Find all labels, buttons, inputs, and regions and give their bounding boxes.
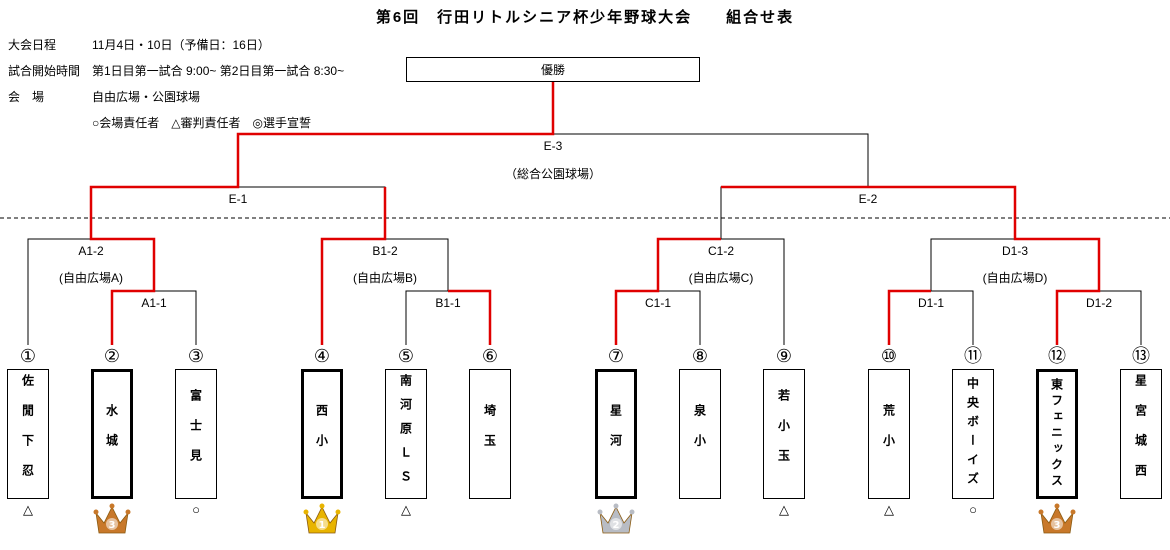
info-key: 試合開始時間 [8, 64, 81, 78]
info-value: 11月4日・10日（予備日：16日） [92, 38, 270, 52]
team-name: 泉小 [692, 404, 707, 464]
match-a11: A1-1 [141, 296, 167, 310]
team-name: 西小 [314, 404, 329, 464]
line-e2-up [553, 133, 869, 187]
crown-icon: 3 [92, 499, 132, 539]
venue-b12: (自由広場B) [353, 271, 417, 285]
team-name: 星宮城西 [1133, 374, 1148, 494]
team-number: ⑪ [964, 346, 982, 366]
winning-path-hoshikawa [614, 237, 721, 345]
match-d12: D1-2 [1085, 296, 1113, 310]
bracket-lines-winning-path [89, 82, 1101, 345]
team-number: ④ [313, 346, 331, 366]
team-name: 水城 [104, 404, 119, 464]
team-number: ⑬ [1132, 346, 1150, 366]
venue-c12: (自由広場C) [688, 271, 754, 285]
team-number: ⑤ [397, 346, 415, 366]
winning-path-higashi [721, 185, 1101, 345]
team-name: 荒小 [881, 404, 896, 464]
team-box: 中央ボーイズ [952, 369, 994, 499]
venue-d13: (自由広場D) [982, 271, 1048, 285]
team-box: 水城 [91, 369, 133, 499]
venue-e3: （総合公園球場） [504, 167, 602, 181]
team-number: ⑧ [691, 346, 709, 366]
champion-box: 優勝 [406, 57, 700, 82]
team-box: 若小玉 [763, 369, 805, 499]
team-name: 星河 [608, 404, 623, 464]
info-value: 自由広場・公園球場 [92, 90, 201, 104]
info-key: 大会日程 [8, 38, 57, 52]
info-key: 会 場 [8, 90, 45, 104]
team-number: ⑫ [1048, 346, 1066, 366]
line-d11-up [930, 238, 1015, 291]
team-role-mark: △ [401, 502, 411, 517]
team-box: 南河原ＬＳ [385, 369, 427, 499]
svg-text:2: 2 [613, 520, 620, 531]
match-e3: E-3 [543, 139, 563, 153]
team-box: 星宮城西 [1120, 369, 1162, 499]
team-role-mark: ○ [969, 502, 977, 517]
line-b12-up [238, 186, 386, 239]
match-d11: D1-1 [917, 296, 945, 310]
match-e2: E-2 [858, 192, 878, 206]
team-number: ③ [187, 346, 205, 366]
team-box: 西小 [301, 369, 343, 499]
match-b12: B1-2 [372, 244, 398, 258]
info-value: ○会場責任者 △審判責任者 ◎選手宣誓 [92, 116, 311, 130]
team-box: 埼玉 [469, 369, 511, 499]
team-number: ① [19, 346, 37, 366]
winning-path-main [89, 82, 555, 345]
team-role-mark: △ [779, 502, 789, 517]
crown-icon: 2 [596, 499, 636, 539]
team-box: 泉小 [679, 369, 721, 499]
team-number: ⑥ [481, 346, 499, 366]
team-name: 富士見 [188, 389, 203, 479]
team-number: ⑦ [607, 346, 625, 366]
team-role-mark: ○ [192, 502, 200, 517]
team-name: 中央ボーイズ [965, 377, 980, 491]
match-c11: C1-1 [644, 296, 672, 310]
winning-path-sai [448, 289, 492, 345]
svg-text:3: 3 [109, 520, 116, 531]
venue-a12: (自由広場A) [59, 271, 123, 285]
team-box: 佐閒下忍 [7, 369, 49, 499]
team-number: ② [103, 346, 121, 366]
winning-path-nishi [320, 187, 387, 345]
line-team1 [27, 238, 91, 345]
svg-text:1: 1 [319, 520, 326, 531]
team-name: 南河原ＬＳ [398, 374, 413, 494]
team-role-mark: △ [884, 502, 894, 517]
team-name: 佐閒下忍 [20, 374, 35, 494]
match-a12: A1-2 [78, 244, 104, 258]
team-name: 若小玉 [776, 389, 791, 479]
team-number: ⑩ [880, 346, 898, 366]
line-b11-up [385, 238, 449, 291]
page-title: 第6回 行田リトルシニア杯少年野球大会 組合せ表 [375, 9, 795, 26]
match-b11: B1-1 [435, 296, 461, 310]
team-box: 富士見 [175, 369, 217, 499]
team-number: ⑨ [775, 346, 793, 366]
team-box: 荒小 [868, 369, 910, 499]
team-name: 埼玉 [482, 404, 497, 464]
team-name: 東フェニックス [1049, 378, 1064, 490]
crown-icon: 1 [302, 499, 342, 539]
line-team9 [721, 238, 785, 345]
line-team8 [658, 290, 701, 345]
team-box: 東フェニックス [1036, 369, 1078, 499]
team-role-mark: △ [23, 502, 33, 517]
match-d13: D1-3 [1001, 244, 1029, 258]
winning-path-ara [887, 289, 931, 345]
info-value: 第1日目第一試合 9:00~ 第2日目第一試合 8:30~ [92, 64, 345, 78]
team-box: 星河 [595, 369, 637, 499]
crown-icon: 3 [1037, 499, 1077, 539]
svg-text:3: 3 [1054, 520, 1061, 531]
line-team3 [154, 290, 197, 345]
line-team11 [931, 290, 974, 345]
match-c12: C1-2 [707, 244, 735, 258]
match-e1: E-1 [228, 192, 248, 206]
line-team5 [405, 290, 448, 345]
line-c12-up [720, 186, 868, 239]
line-team13 [1099, 290, 1142, 345]
